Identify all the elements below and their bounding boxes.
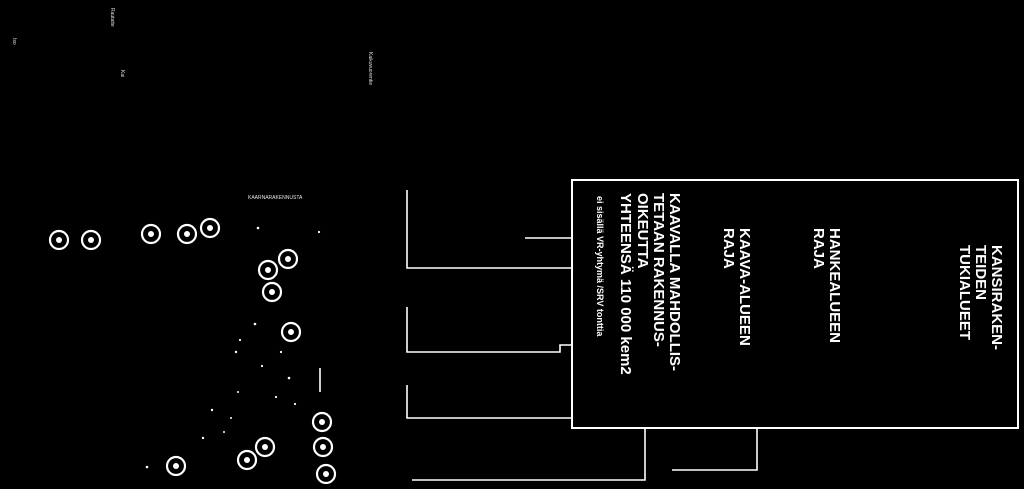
leader-line-5 <box>412 428 646 481</box>
map-label: Iso <box>11 38 17 45</box>
marker <box>236 449 258 471</box>
legend-label-project-boundary: HANKEALUEEN RAJA <box>809 228 843 344</box>
marker <box>80 229 102 251</box>
map-label: Rautatie <box>109 8 115 27</box>
legend-label-building-rights: KAAVALLA MAHDOLLIS- TETAAN RAKENNUS- OIK… <box>617 193 683 375</box>
legend-box <box>571 179 1019 429</box>
marker <box>277 248 299 270</box>
legend-note: ei sisällä VR-yhtymä /SRV tonttia <box>595 196 605 337</box>
legend-label-plan-boundary: KAAVA-ALUEEN RAJA <box>719 228 753 346</box>
marker <box>199 217 221 239</box>
support-markers <box>48 217 337 485</box>
leader-line-3 <box>406 307 572 353</box>
marker <box>280 321 302 343</box>
leader-line-1 <box>406 190 572 269</box>
marker <box>311 411 333 433</box>
map-label: Kai <box>119 70 125 78</box>
leader-lines <box>319 190 758 481</box>
scatter-dots <box>145 226 321 469</box>
marker <box>254 436 276 458</box>
map-label: Kaikuvuorentie <box>367 52 373 86</box>
leader-line-4 <box>406 385 572 419</box>
marker <box>261 281 283 303</box>
marker <box>257 259 279 281</box>
marker <box>315 463 337 485</box>
marker <box>176 223 198 245</box>
legend-label-support-areas: KANSIRAKEN- TEIDEN TUKIALUEET <box>955 245 1005 350</box>
marker <box>165 455 187 477</box>
marker <box>140 223 162 245</box>
marker <box>48 229 70 251</box>
marker <box>312 436 334 458</box>
map-label: KAARNARAKENNUSTA <box>248 195 303 201</box>
leader-line-6 <box>672 428 758 471</box>
